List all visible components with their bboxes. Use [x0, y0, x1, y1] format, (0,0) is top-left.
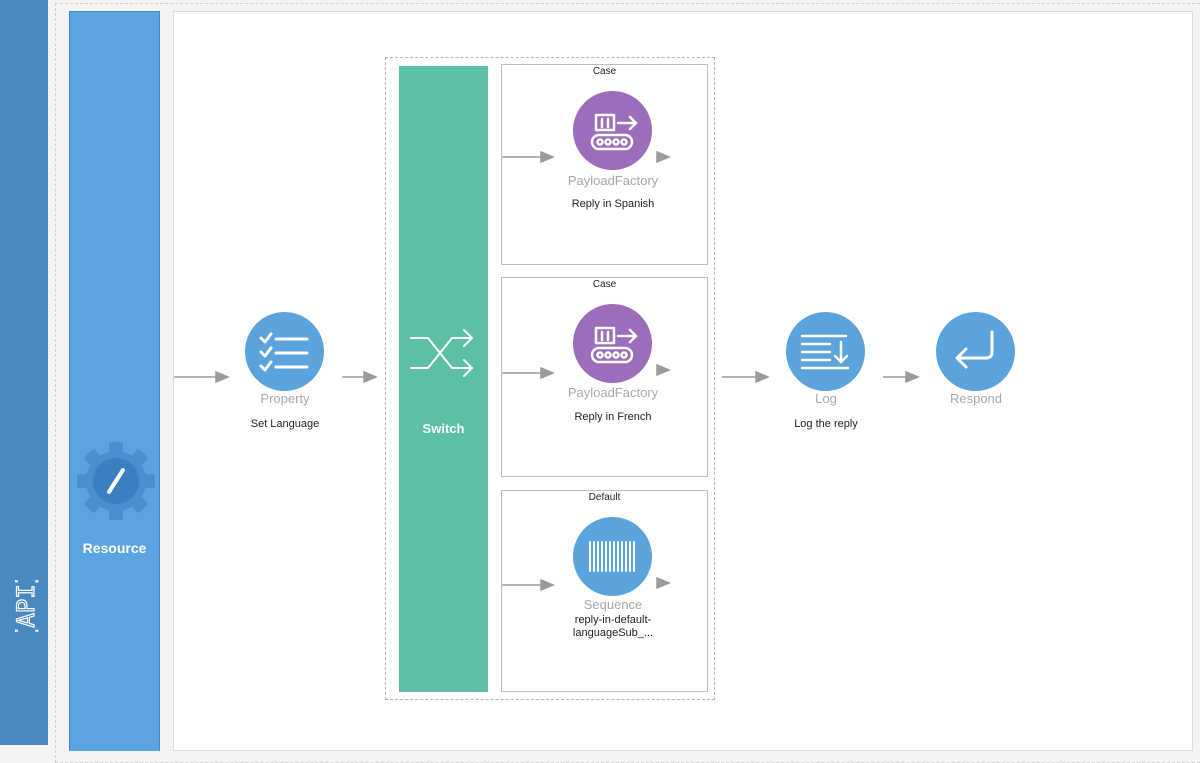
return-arrow-icon — [955, 330, 994, 369]
default-title: Default — [588, 492, 621, 503]
payload-description: Reply in French — [574, 411, 652, 423]
checklist-icon — [259, 332, 309, 372]
sequence-bars-icon — [589, 541, 635, 572]
payload-factory-icon — [590, 113, 638, 151]
sequence-type-label: Sequence — [583, 597, 643, 612]
log-type-label: Log — [815, 391, 837, 406]
property-description: Set Language — [250, 418, 320, 430]
property-mediator[interactable] — [245, 312, 324, 391]
switch-mediator[interactable] — [399, 66, 488, 692]
sequence-description-line-2: languageSub_... — [572, 627, 654, 639]
respond-mediator[interactable] — [936, 312, 1015, 391]
payload-factory-icon — [590, 326, 638, 364]
shuffle-icon — [408, 324, 478, 382]
resource-bar[interactable] — [69, 11, 160, 751]
resource-label: Resource — [82, 540, 147, 556]
payload-type-label: PayloadFactory — [567, 385, 659, 400]
payload-factory-mediator[interactable] — [573, 304, 652, 383]
payload-type-label: PayloadFactory — [567, 173, 659, 188]
payload-description: Reply in Spanish — [571, 198, 655, 210]
gear-slash-icon — [75, 440, 157, 522]
payload-factory-mediator[interactable] — [573, 91, 652, 170]
sequence-description: reply-in-default- languageSub_... — [533, 614, 693, 640]
log-icon — [800, 334, 850, 370]
api-logo-icon: {API} — [2, 569, 48, 642]
respond-type-label: Respond — [949, 391, 1003, 406]
log-description: Log the reply — [794, 418, 858, 430]
api-sidebar — [0, 0, 48, 745]
switch-container — [385, 57, 715, 700]
case-title: Case — [592, 279, 617, 290]
switch-label: Switch — [422, 421, 465, 436]
property-type-label: Property — [260, 391, 310, 406]
log-mediator[interactable] — [786, 312, 865, 391]
sequence-description-line-1: reply-in-default- — [574, 614, 652, 626]
api-logo-text: {API} — [12, 580, 40, 632]
sequence-mediator[interactable] — [573, 517, 652, 596]
case-title: Case — [592, 66, 617, 77]
